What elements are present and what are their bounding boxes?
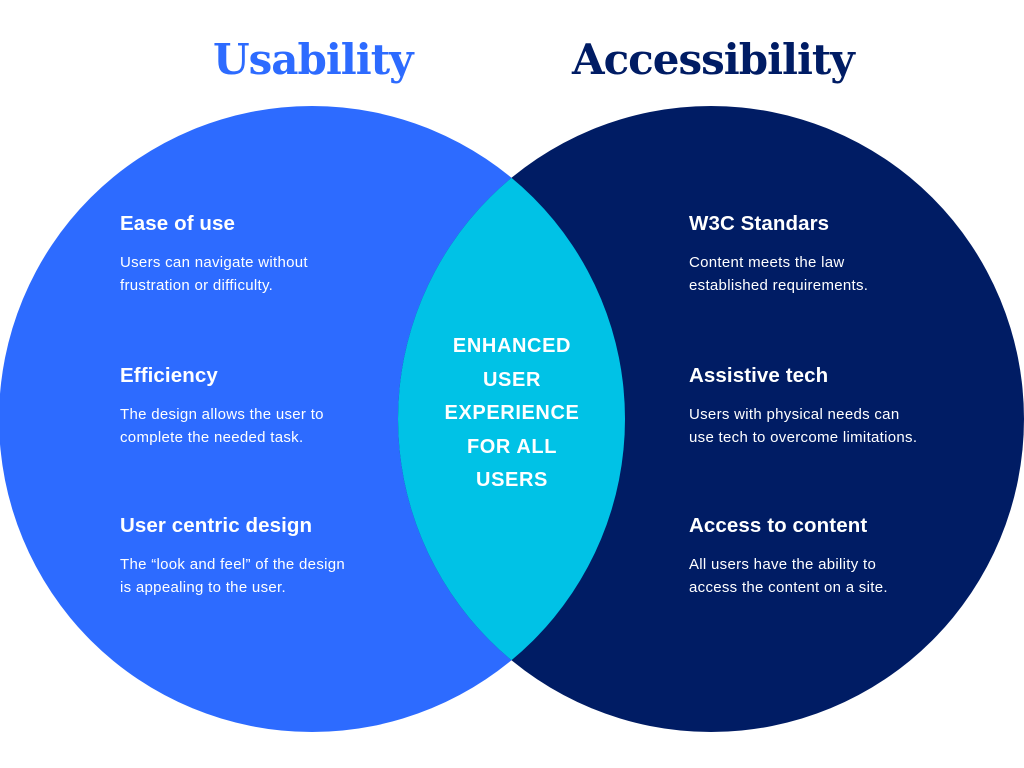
intersection-label-line: USER <box>483 368 541 391</box>
intersection-label-line: FOR ALL <box>466 435 558 458</box>
intersection-label-line: USERS <box>476 469 548 491</box>
usability-title: Usability <box>213 35 414 84</box>
item-description: Users can navigate without frustration o… <box>120 251 400 297</box>
item-description-line: Users with physical needs can <box>689 406 900 423</box>
accessibility-item-w3c-standards: W3C Standars Content meets the law estab… <box>689 211 969 297</box>
item-description-line: established requirements. <box>689 277 869 294</box>
item-description: The “look and feel” of the design is app… <box>120 553 400 599</box>
usability-item-user-centric-design: User centric design The “look and feel” … <box>120 513 400 599</box>
accessibility-item-access-to-content: Access to content All users have the abi… <box>689 513 969 599</box>
item-heading: Efficiency <box>120 364 218 387</box>
item-heading: Assistive tech <box>689 364 829 387</box>
item-description-line: Users can navigate without <box>120 254 308 271</box>
intersection-label: ENHANCED USER EXPERIENCE FOR ALL USERS <box>412 330 612 498</box>
accessibility-item-assistive-tech: Assistive tech Users with physical needs… <box>689 363 969 449</box>
item-description-line: use tech to overcome limitations. <box>689 429 918 446</box>
item-description: Content meets the law established requir… <box>689 251 969 297</box>
item-description: Users with physical needs can use tech t… <box>689 403 969 449</box>
intersection-label-line: ENHANCED <box>452 335 572 357</box>
item-description-line: Content meets the law <box>689 254 845 271</box>
item-description-line: access the content on a site. <box>689 579 888 596</box>
item-description-line: All users have the ability to <box>689 556 877 573</box>
item-heading: User centric design <box>120 514 313 537</box>
usability-item-ease-of-use: Ease of use Users can navigate without f… <box>120 211 400 297</box>
item-description: The design allows the user to complete t… <box>120 403 400 449</box>
usability-item-efficiency: Efficiency The design allows the user to… <box>120 363 400 449</box>
item-description-line: complete the needed task. <box>120 429 304 446</box>
item-description-line: The “look and feel” of the design <box>120 556 346 573</box>
item-description-line: is appealing to the user. <box>120 579 286 596</box>
accessibility-title: Accessibility <box>572 35 855 84</box>
item-description-line: frustration or difficulty. <box>120 277 274 294</box>
item-heading: Access to content <box>689 514 868 537</box>
item-heading: Ease of use <box>120 212 236 235</box>
intersection-lens <box>398 106 625 732</box>
item-heading: W3C Standars <box>689 212 830 235</box>
item-description-line: The design allows the user to <box>120 406 324 423</box>
intersection-label-line: EXPERIENCE <box>444 402 580 424</box>
item-description: All users have the ability to access the… <box>689 553 969 599</box>
